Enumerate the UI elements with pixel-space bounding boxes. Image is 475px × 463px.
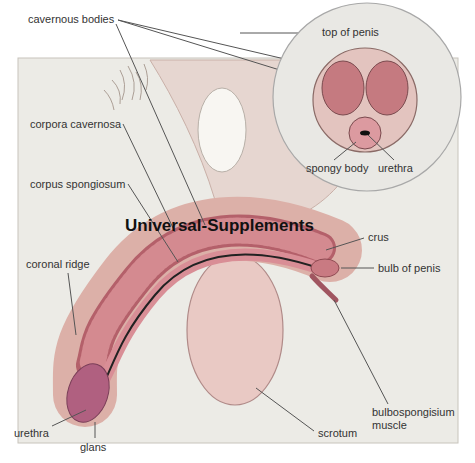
leader-line [334, 142, 356, 160]
penis-skin [85, 229, 330, 395]
part-label: glans [80, 441, 106, 454]
part-label: coronal ridge [26, 258, 90, 271]
part-label: corpora cavernosa [30, 118, 121, 131]
part-label: bulb of penis [378, 262, 440, 275]
glans-shape [60, 358, 117, 427]
urethra-line [92, 255, 318, 408]
cavernous-body-right [366, 61, 408, 115]
watermark: Universal-Supplements [125, 216, 314, 236]
part-label: bulbospongisium muscle [372, 406, 468, 432]
bulbospongiosus-shape [312, 276, 336, 300]
part-label: urethra [14, 427, 49, 440]
urethra-section [360, 131, 370, 136]
cavernous-body-left [322, 61, 364, 115]
part-label: scrotum [318, 427, 357, 440]
part-label: spongy body [306, 162, 368, 175]
bulb-shape [311, 259, 339, 277]
part-label: crus [368, 231, 389, 244]
leader-lines [52, 20, 388, 438]
scrotum-shape [187, 255, 283, 405]
shaft-section [313, 48, 417, 152]
part-label: cavernous bodies [28, 13, 114, 26]
part-label: urethra [378, 162, 413, 175]
leader-line [368, 135, 394, 160]
pubic-bone [198, 88, 246, 172]
spongiosum-shape [95, 255, 318, 395]
part-label: corpus spongiosum [30, 178, 125, 191]
part-label: top of penis [322, 26, 379, 39]
pubic-hair [104, 64, 148, 110]
inset-outline [273, 3, 461, 191]
